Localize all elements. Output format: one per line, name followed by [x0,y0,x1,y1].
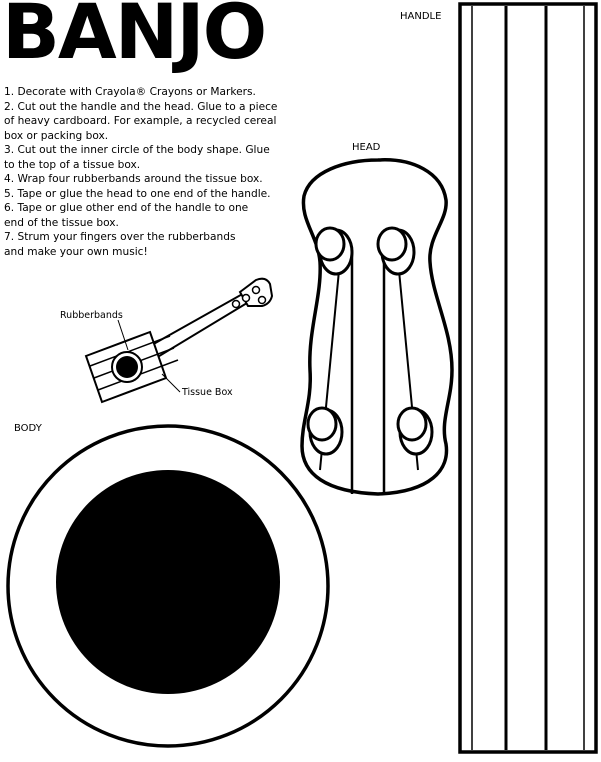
instruction-line: 3. Cut out the inner circle of the body … [4,144,270,156]
instruction-line: end of the tissue box. [4,216,119,229]
body-cutout [6,424,330,748]
rubberbands-label: Rubberbands [60,310,123,321]
instruction-list: 1. Decorate with Crayola® Crayons or Mar… [4,85,344,259]
tissue-box-label: Tissue Box [182,387,233,398]
instruction-line: and make your own music! [4,245,148,258]
head-label: HEAD [352,142,381,153]
tuning-peg [376,226,416,276]
handle-cutout [458,2,598,754]
instruction-line: 6. Tape or glue other end of the handle … [4,202,249,214]
instruction-line: 4. Wrap four rubberbands around the tiss… [4,173,263,185]
instruction-line: 1. Decorate with Crayola® Crayons or Mar… [4,86,256,98]
instruction-line: 2. Cut out the handle and the head. Glue… [4,100,278,113]
instruction-line: box or packing box. [4,129,109,142]
instruction-line: 5. Tape or glue the head to one end of t… [4,187,271,200]
tuning-peg [306,406,344,456]
instruction-line: to the top of a tissue box. [4,158,141,171]
page-title: BANJO [2,0,267,76]
banjo-illustration [84,277,274,404]
instruction-line: 7. Strum your fingers over the rubberban… [4,231,236,243]
handle-label: HANDLE [400,11,442,22]
tuning-peg [396,406,434,456]
tuning-peg [314,226,354,276]
body-label: BODY [14,423,42,434]
instruction-line: of heavy cardboard. For example, a recyc… [4,115,277,127]
head-cutout [300,158,454,496]
